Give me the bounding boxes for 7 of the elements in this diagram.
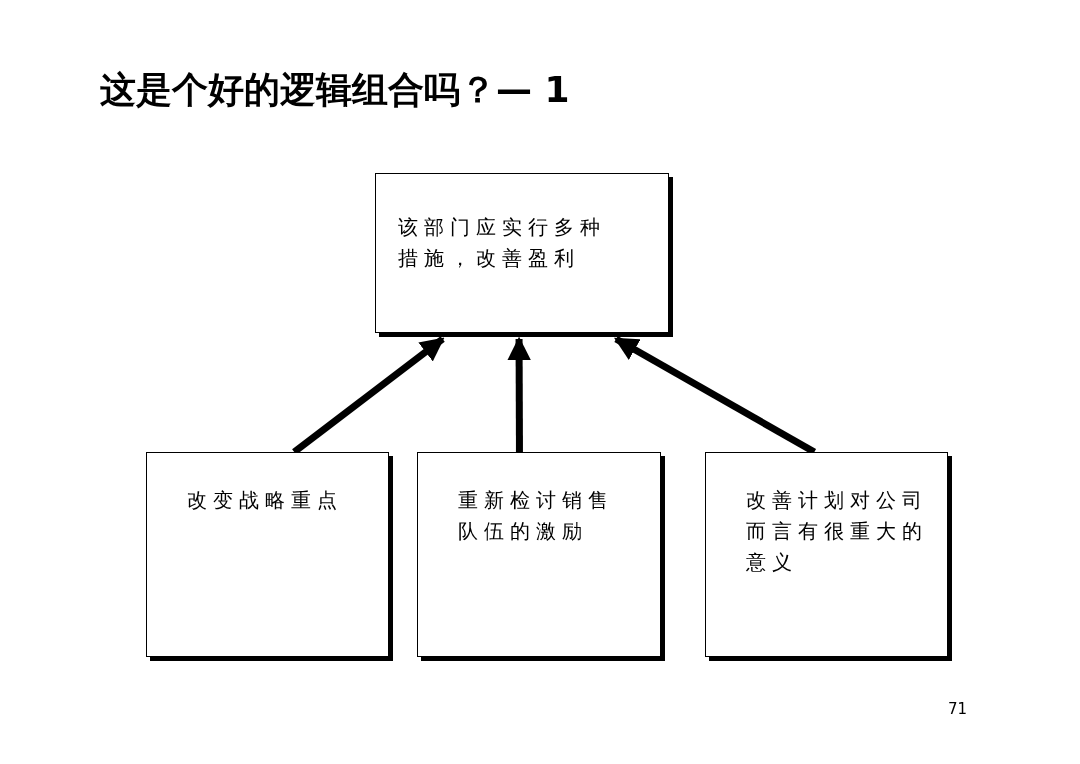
box-text: 改善计划对公司而言有很重大的意义: [746, 487, 929, 576]
arrow: [507, 336, 532, 452]
box-text: 改变战略重点: [187, 487, 344, 514]
box-text: 重新检讨销售队伍的激励: [458, 487, 615, 545]
box-text: 该部门应实行多种措施，改善盈利: [398, 214, 607, 272]
slide-title: 这是个好的逻辑组合吗？— 1: [100, 68, 570, 112]
page-number: 71: [948, 700, 968, 718]
